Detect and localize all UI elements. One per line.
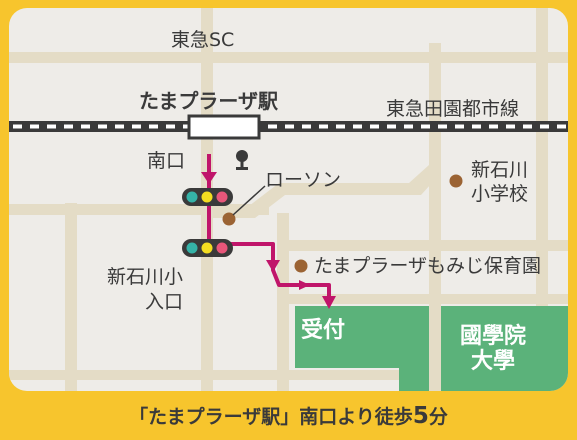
label-lawson: ローソン [265, 169, 342, 191]
label-tokyu-sc: 東急SC [171, 29, 235, 51]
caption-text: 「たまプラーザ駅」南口より徒歩 [129, 406, 413, 428]
dot-marker-icon [222, 212, 236, 226]
dot-marker-icon [449, 174, 463, 188]
campus-areas [295, 306, 568, 391]
road-campus-top [289, 294, 568, 304]
label-school: 新石川 小学校 [471, 159, 529, 205]
label-entrance: 新石川小 入口 [107, 266, 184, 313]
reception-area [295, 306, 429, 391]
access-caption: 「たまプラーザ駅」南口より徒歩5分 [0, 402, 577, 429]
road-left-street [277, 213, 289, 391]
label-nursery: たまプラーザもみじ保育園 [314, 255, 542, 277]
road-network [9, 8, 568, 391]
dot-marker-icon [294, 259, 308, 273]
caption-minutes: 5 [412, 403, 429, 429]
railway [9, 121, 568, 132]
map-canvas [9, 8, 568, 391]
traffic-light-icon [182, 239, 233, 257]
label-railway-line: 東急田園都市線 [386, 98, 520, 120]
route-arrow-reception [322, 296, 336, 309]
road-avenue [429, 43, 441, 391]
road-diagonal [213, 165, 441, 218]
route-arrow-east [299, 280, 310, 290]
road-lower [279, 240, 568, 251]
road-west-street [65, 203, 77, 391]
station-building [187, 114, 261, 140]
caption-unit: 分 [428, 406, 448, 428]
road-middle [9, 204, 269, 215]
road-bottom [9, 370, 399, 380]
traffic-light-icon [182, 188, 233, 206]
road-upper [9, 52, 568, 63]
lawson-leader-line [232, 185, 266, 216]
label-reception: 受付 [301, 318, 346, 343]
bus-stop-icon [236, 150, 248, 170]
university-area [441, 306, 568, 391]
route-arrow-bend [266, 260, 280, 272]
label-south-exit: 南口 [147, 150, 186, 172]
route-arrows [201, 172, 336, 309]
map-frame: 東急SC たまプラーザ駅 東急田園都市線 南口 ローソン 新石川 小学校 新石川… [9, 8, 568, 391]
label-station: たまプラーザ駅 [139, 89, 278, 113]
label-university: 國學院 大學 [460, 324, 527, 375]
route-arrow-south [201, 172, 217, 184]
